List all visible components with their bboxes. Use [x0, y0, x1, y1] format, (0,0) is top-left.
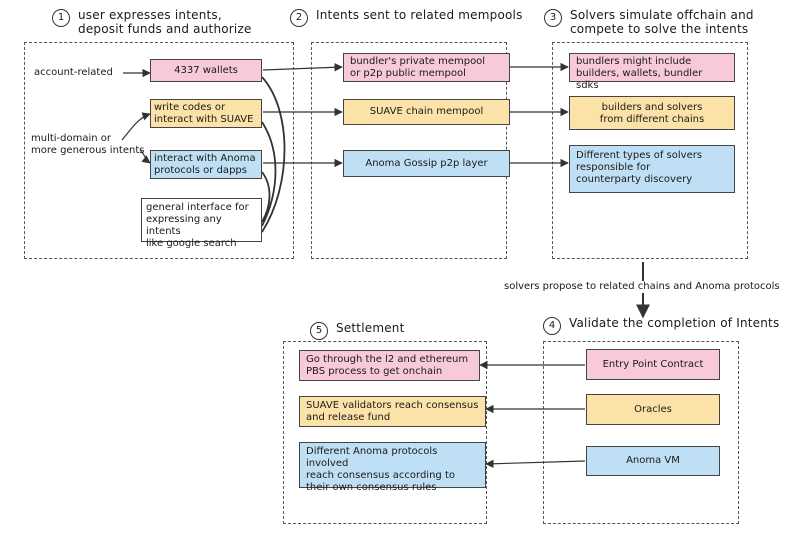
box-text: interact with Anoma	[154, 153, 256, 164]
interact-anoma-box: interact with Anoma protocols or dapps	[150, 150, 262, 179]
box-text: write codes or	[154, 102, 226, 113]
box-text: their own consensus rules	[306, 482, 437, 493]
general-interface-box: general interface for expressing any int…	[141, 198, 262, 249]
step-title-line: compete to solve the intents	[570, 22, 749, 36]
bundlers-solvers-box: bundlers might include builders, wallets…	[569, 53, 735, 91]
account-related-label: account-related	[34, 67, 113, 78]
4337-wallets-box: 4337 wallets	[150, 59, 262, 82]
box-text: Entry Point Contract	[602, 358, 704, 370]
step-title-line: Solvers simulate offchain and	[570, 8, 754, 22]
suave-validators-box: SUAVE validators reach consensus and rel…	[299, 396, 486, 427]
oracles-box: Oracles	[586, 394, 720, 425]
box-text: reach consensus according to	[306, 470, 455, 481]
box-text: Different types of solvers	[576, 150, 703, 161]
step-title-line: deposit funds and authorize	[78, 22, 252, 36]
step-number: 1	[52, 9, 70, 27]
box-text: or p2p public mempool	[350, 68, 466, 79]
anoma-vm-box: Anoma VM	[586, 446, 720, 476]
box-text: expressing any intents	[146, 214, 222, 237]
builders-solvers-box: builders and solvers from different chai…	[569, 96, 735, 130]
step-title: Validate the completion of Intents	[569, 316, 779, 330]
step-title-line: Settlement	[336, 321, 405, 335]
step-title: user expresses intents, deposit funds an…	[78, 8, 252, 36]
box-text: PBS process to get onchain	[306, 366, 443, 377]
step-number: 2	[290, 9, 308, 27]
box-text: bundlers might include	[576, 56, 692, 67]
validate-panel	[543, 341, 739, 524]
box-text: 4337 wallets	[174, 64, 238, 76]
suave-mempool-box: SUAVE chain mempool	[343, 99, 510, 125]
bundler-mempool-box: bundler's private mempool or p2p public …	[343, 53, 510, 82]
step-number: 4	[543, 317, 561, 335]
box-text: bundler's private mempool	[350, 56, 486, 67]
multi-domain-line: multi-domain or	[31, 133, 112, 144]
solver-panel	[552, 42, 748, 259]
box-text: builders, wallets, bundler sdks	[576, 68, 703, 91]
box-text: general interface for	[146, 202, 249, 213]
step-title: Intents sent to related mempools	[316, 8, 523, 22]
entry-point-box: Entry Point Contract	[586, 349, 720, 380]
box-text: builders and solvers	[601, 102, 703, 113]
step-title-line: user expresses intents,	[78, 8, 222, 22]
anoma-gossip-box: Anoma Gossip p2p layer	[343, 150, 510, 177]
multi-domain-label: multi-domain or more generous intents	[31, 133, 144, 157]
box-text: like google search	[146, 238, 237, 249]
box-text: responsible for	[576, 162, 651, 173]
solvers-propose-label: solvers propose to related chains and An…	[502, 281, 782, 293]
box-text: Anoma Gossip p2p layer	[365, 157, 488, 169]
step-number: 5	[310, 322, 328, 340]
settlement-panel	[283, 341, 487, 524]
user-panel	[24, 42, 294, 259]
box-text: Different Anoma protocols involved	[306, 446, 438, 469]
multi-domain-line: more generous intents	[31, 145, 145, 156]
step-title: Solvers simulate offchain and compete to…	[570, 8, 754, 36]
box-text: from different chains	[599, 114, 705, 125]
l2-ethereum-box: Go through the l2 and ethereum PBS proce…	[299, 350, 480, 381]
anoma-protocols-box: Different Anoma protocols involved reach…	[299, 442, 486, 493]
box-text: Anoma VM	[626, 455, 680, 466]
box-text: protocols or dapps	[154, 165, 247, 176]
box-text: SUAVE chain mempool	[369, 106, 484, 117]
box-text: SUAVE validators reach consensus	[306, 400, 479, 411]
box-text: and release fund	[306, 412, 391, 423]
step-title-line: Intents sent to related mempools	[316, 8, 523, 22]
box-text: Oracles	[634, 403, 672, 415]
write-suave-box: write codes or interact with SUAVE	[150, 99, 262, 128]
step-title: Settlement	[336, 321, 405, 335]
box-text: Go through the l2 and ethereum	[306, 354, 469, 365]
anoma-solvers-box: Different types of solvers responsible f…	[569, 145, 735, 193]
step-title-line: Validate the completion of Intents	[569, 316, 780, 330]
box-text: interact with SUAVE	[154, 114, 254, 125]
step-number: 3	[544, 9, 562, 27]
box-text: counterparty discovery	[576, 174, 693, 185]
